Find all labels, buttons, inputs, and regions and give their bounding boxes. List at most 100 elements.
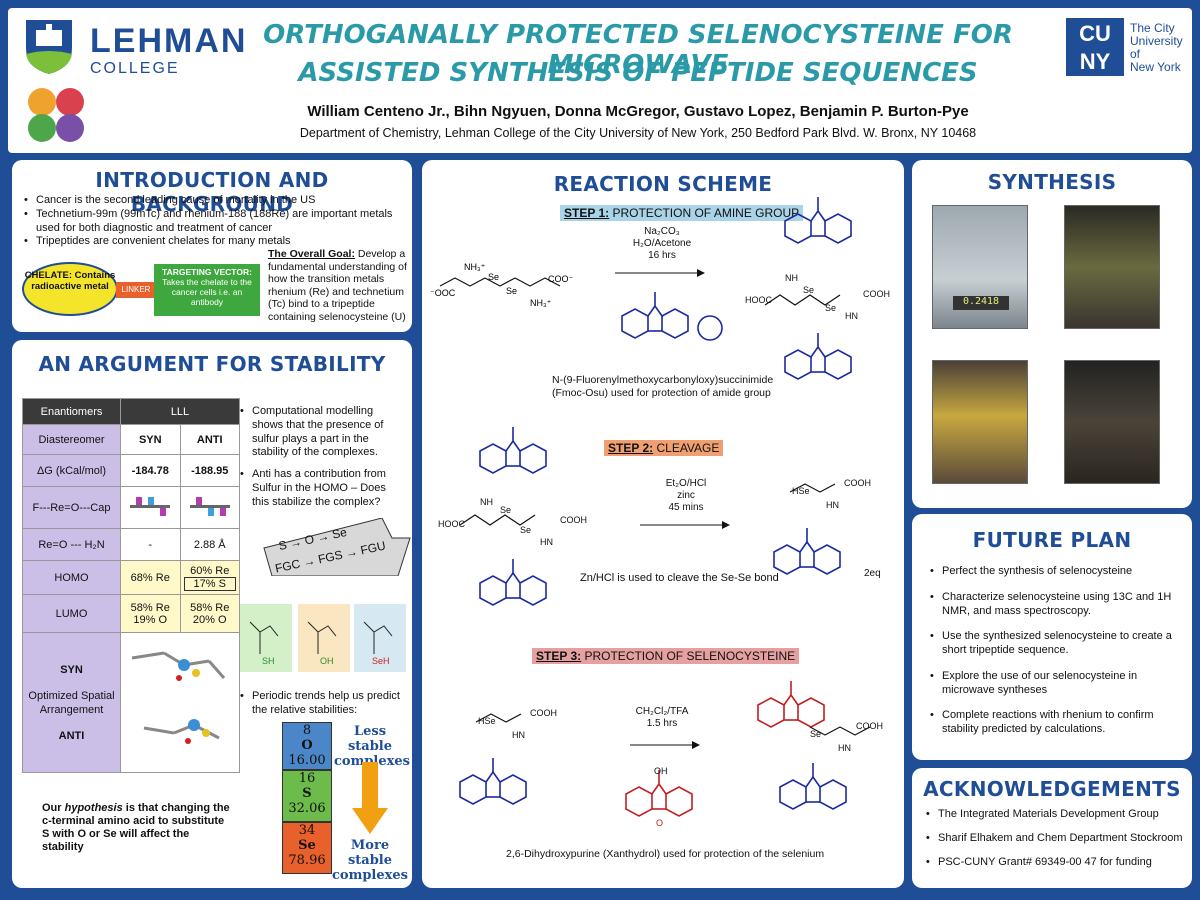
svg-text:Se: Se: [810, 729, 821, 739]
list-item: Perfect the synthesis of selenocysteine: [928, 565, 1184, 579]
future-title: FUTURE PLAN: [972, 528, 1132, 552]
poster-title-line2: ASSISTED SYNTHESIS OF PEPTIDE SEQUENCES: [298, 58, 978, 88]
svg-text:O: O: [656, 818, 663, 828]
photo-balance: 0.2418: [932, 205, 1028, 329]
step3-reagents: CH₂Cl₂/TFA 1.5 hrs: [612, 706, 712, 730]
svg-text:COOH: COOH: [863, 289, 890, 299]
hypothesis-em: hypothesis: [64, 802, 123, 814]
element-mass: 16.00: [288, 753, 326, 768]
step2-label: STEP 2: CLEAVAGE: [604, 440, 724, 456]
table-cell: Diastereomer: [22, 424, 121, 455]
svg-text:Se: Se: [500, 505, 511, 515]
svg-text:COOH: COOH: [560, 515, 587, 525]
cell-line: 60% Re: [190, 564, 230, 577]
cap-diagram-syn: [120, 486, 181, 529]
lehman-shield-icon: [26, 20, 72, 74]
element-oxygen: 8 O 16.00: [282, 722, 332, 770]
fmoc-sec-product-icon: HSe COOH HN: [773, 478, 871, 575]
optimized-label: Optimized Spatial Arrangement: [28, 689, 115, 716]
targeting-desc: Takes the chelate to the cancer cells i.…: [162, 277, 252, 307]
step-num: STEP 1:: [564, 206, 610, 220]
cuny-logo: CUNY The City University of New York: [1066, 18, 1186, 82]
hypothesis: Our hypothesis is that changing the c-te…: [42, 802, 232, 854]
svg-text:HSe: HSe: [478, 716, 496, 726]
hypothesis-pre: Our: [42, 802, 65, 814]
svg-text:NH₃⁺: NH₃⁺: [464, 262, 486, 272]
list-item: Use the synthesized selenocysteine to cr…: [928, 630, 1184, 658]
table-cell: F---Re=O---Cap: [22, 486, 121, 529]
down-arrow-icon: [352, 762, 388, 834]
list-item: Anti has a contribution from Sulfur in t…: [238, 468, 406, 509]
element-mass: 32.06: [288, 801, 326, 816]
poster-department: Department of Chemistry, Lehman College …: [299, 126, 977, 140]
table-cell: -184.78: [120, 454, 181, 487]
list-item: Sharif Elhakem and Chem Department Stock…: [924, 832, 1186, 846]
element-symbol: Se: [298, 838, 316, 853]
step-num: STEP 2:: [608, 441, 654, 455]
step2-caption: Zn/HCl is used to cleave the Se-Se bond: [580, 572, 779, 584]
element-number: 8: [302, 723, 312, 738]
reagent: 45 mins: [668, 502, 704, 513]
svg-text:Se: Se: [488, 272, 499, 282]
syn-label: SYN: [60, 663, 83, 676]
anti-label: ANTI: [58, 729, 85, 742]
svg-text:HN: HN: [540, 537, 553, 547]
cell-line: 58% Re: [190, 601, 230, 614]
circle-green: [28, 114, 56, 142]
mission-circles: [28, 88, 88, 144]
fmoc-sec-reactant-icon: HSe COOH HN: [459, 708, 557, 805]
intro-bullets: Cancer is the second leading cause of mo…: [22, 194, 407, 249]
cell-line-boxed: 17% S: [183, 576, 236, 591]
linker-bar: LINKER: [116, 282, 156, 298]
svg-text:HN: HN: [512, 730, 525, 740]
overall-goal: The Overall Goal: Develop a fundamental …: [268, 248, 408, 323]
college-name: LEHMAN: [90, 22, 248, 60]
xanthydrol-icon: OH O: [625, 766, 693, 828]
step3-caption: 2,6-Dihydroxypurine (Xanthydrol) used fo…: [506, 848, 825, 860]
table-cell: SYN Optimized Spatial Arrangement ANTI: [22, 632, 121, 773]
trend-arrow: S → O → Se FGC → FGS → FGU: [262, 518, 412, 576]
table-cell: 2.88 Å: [179, 528, 240, 561]
chelate-label: CHELATE: Contains radioactive metal: [24, 270, 116, 292]
table-cell: HOMO: [22, 560, 121, 595]
list-item: Characterize selenocysteine using 13C an…: [928, 591, 1184, 619]
table-cell: ANTI: [179, 424, 240, 455]
cysteine-icon: [249, 621, 279, 654]
targeting-label: TARGETING VECTOR:: [162, 267, 252, 277]
table-cell: 68% Re: [120, 560, 181, 595]
table-cell: 60% Re 17% S: [179, 560, 240, 595]
stability-title: AN ARGUMENT FOR STABILITY: [38, 352, 386, 376]
list-item: PSC-CUNY Grant# 69349-00 47 for funding: [924, 856, 1186, 870]
svg-text:HN: HN: [845, 311, 858, 321]
selenocystine-icon: NH₃⁺ ⁻OOC Se Se COO⁻ NH₃⁺: [430, 262, 574, 308]
reagent: Na₂CO₃: [644, 226, 680, 237]
cell-line: 19% O: [133, 613, 168, 626]
photo-flask: [1064, 205, 1160, 329]
reagent: Et₂O/HCl: [665, 478, 707, 489]
circle-purple: [56, 114, 84, 142]
step-text: PROTECTION OF SELENOCYSTEINE: [581, 649, 796, 663]
fmoc-osu-icon: [621, 291, 723, 341]
svg-text:HOOC: HOOC: [438, 519, 466, 529]
aa-label: SH: [262, 656, 275, 666]
svg-text:COOH: COOH: [530, 708, 557, 718]
poster-title-line1: ORTHOGANALLY PROTECTED SELENOCYSTEINE FO…: [263, 20, 1013, 80]
reagent: H₂O/Acetone: [632, 238, 692, 249]
reagent: zinc: [677, 490, 695, 501]
circle-red: [56, 88, 84, 116]
svg-text:NH: NH: [785, 273, 798, 283]
cuny-text-line: University: [1130, 34, 1183, 48]
element-mass: 78.96: [288, 853, 326, 868]
photo-apparatus: [932, 360, 1028, 484]
future-list: Perfect the synthesis of selenocysteine …: [928, 565, 1184, 737]
reagent: 1.5 hrs: [646, 718, 678, 729]
svg-text:COOH: COOH: [844, 478, 871, 488]
reaction-title: REACTION SCHEME: [553, 172, 773, 196]
fmoc-protected-dimer-icon: HOOC Se Se COOH NH HN: [745, 196, 890, 380]
molecule-models: [120, 632, 240, 773]
step-num: STEP 3:: [536, 649, 582, 663]
amino-acids: SH OH SeH: [240, 604, 408, 674]
table-cell: SYN: [120, 424, 181, 455]
reaction-arrow-icon: [640, 521, 730, 529]
step-text: PROTECTION OF AMINE GROUP: [609, 206, 800, 220]
